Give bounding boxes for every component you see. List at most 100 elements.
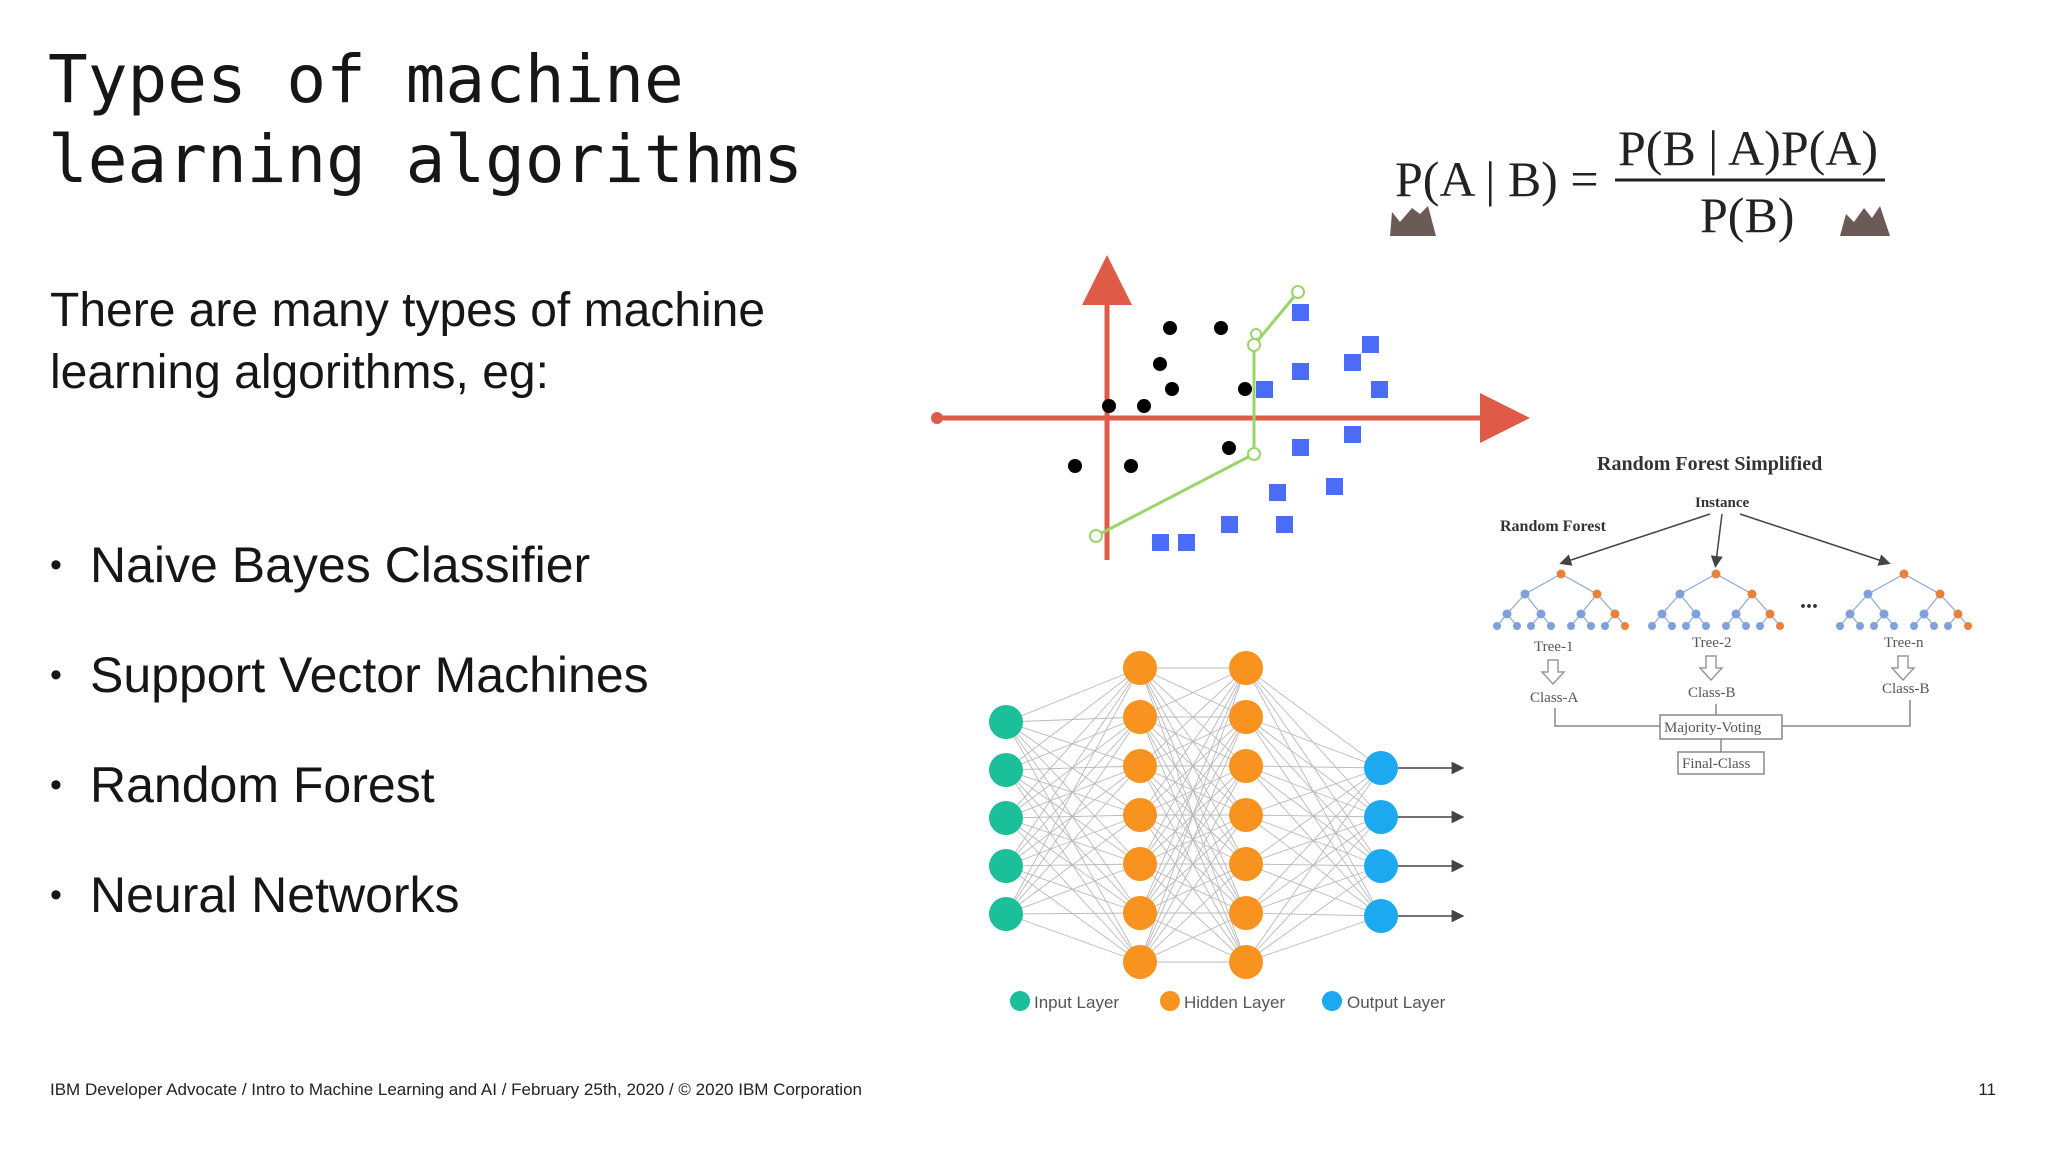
rf-tree-label-1: Tree-1 [1534,639,1573,655]
nn-edge [1245,765,1382,769]
boundary-point [1247,338,1261,352]
tree-node [1587,622,1595,630]
tree-node [1576,609,1586,619]
nn-edge [1005,817,1141,963]
page-number: 11 [1978,1080,1996,1099]
hidden-node [1229,847,1263,881]
data-point-b [1344,426,1361,443]
slide-title-line-1: Types of machine [48,41,684,118]
intro-line-1: There are many types of machine [50,284,766,337]
algorithm-list: •Naive Bayes Classifier •Support Vector … [48,510,649,950]
hidden-node [1123,847,1157,881]
data-point-a [1214,321,1228,335]
nn-edge [1245,767,1382,865]
slide-footer: IBM Developer Advocate / Intro to Machin… [50,1080,862,1099]
legend-swatch-input [1010,991,1030,1011]
data-point-b [1256,381,1273,398]
nn-edge [1005,667,1141,723]
bullet-text-naive-bayes: Naive Bayes Classifier [90,537,591,593]
tree-node [1592,589,1602,599]
intro-text: There are many types of machine learning… [50,280,765,404]
nn-edge [1245,767,1382,914]
tree-node [1610,609,1620,619]
input-node [989,753,1023,787]
nn-edge [1245,716,1382,769]
tree-node [1964,622,1972,630]
data-point-a [1222,441,1236,455]
tree-node [1731,609,1741,619]
bullet-icon: • [50,875,62,914]
nn-edge [1005,817,1141,914]
tree-node [1930,622,1938,630]
tree-node [1493,622,1501,630]
tree-node [1776,622,1784,630]
data-point-a [1102,399,1116,413]
tree-node [1953,609,1963,619]
tree-node [1899,569,1909,579]
legend-input-label: Input Layer [1034,993,1119,1012]
hidden-node [1229,651,1263,685]
cat-icon [1840,206,1890,236]
axis-origin-dot [931,412,943,424]
slide-title: Types of machine learning algorithms [48,40,803,200]
nn-edge [1005,865,1141,963]
boundary-point [1291,285,1305,299]
nn-edge [1139,716,1247,963]
hidden-node [1123,798,1157,832]
rf-final-box [1677,751,1765,775]
input-node [989,897,1023,931]
tree-node [1711,569,1721,579]
tree-edge [1903,573,1941,595]
data-point-b [1371,381,1388,398]
nn-edge [1005,667,1141,867]
nn-edge [1005,913,1141,963]
rf-class-label-n: Class-B [1882,681,1930,697]
data-point-b [1178,534,1195,551]
nn-nodes [989,651,1398,979]
tree-node [1756,622,1764,630]
svm-plot [931,255,1530,560]
tree-node [1836,622,1844,630]
random-forest-diagram: Random Forest Simplified Instance Random… [1493,453,1972,775]
nn-connections [1005,667,1382,963]
tree-node [1870,622,1878,630]
data-point-a [1163,321,1177,335]
tree-edge [1715,573,1753,595]
data-point-b [1292,304,1309,321]
data-point-b [1292,439,1309,456]
hidden-node [1229,749,1263,783]
input-node [989,705,1023,739]
tree-node [1765,609,1775,619]
tree-node [1675,589,1685,599]
boundary-point [1247,447,1261,461]
nn-edge [1005,721,1141,865]
tree-node [1863,589,1873,599]
nn-output-arrows [1398,761,1465,923]
rf-tree-label-n: Tree-n [1884,635,1924,651]
data-point-a [1165,382,1179,396]
nn-edge [1139,863,1247,963]
nn-edge [1005,817,1141,865]
nn-edge [1139,667,1247,718]
list-item: •Neural Networks [48,840,649,950]
output-node [1364,849,1398,883]
tree-edge [1679,573,1717,595]
neural-network-diagram: Input Layer Hidden Layer Output Layer [989,651,1465,1012]
legend-swatch-hidden [1160,991,1180,1011]
tree-edge [1867,573,1905,595]
tree-node [1567,622,1575,630]
tree-node [1657,609,1667,619]
nn-edge [1245,915,1382,963]
slide-title-line-2: learning algorithms [48,121,803,198]
hidden-node [1123,896,1157,930]
data-point-b [1276,516,1293,533]
nn-edge [1005,721,1141,816]
tree-node [1742,622,1750,630]
rf-voting-box [1659,714,1783,740]
tree-node [1520,589,1530,599]
rf-ellipsis: ... [1800,588,1818,614]
tree-node [1668,622,1676,630]
tree-node [1890,622,1898,630]
bayes-numerator: P(B | A)P(A) [1618,120,1878,176]
